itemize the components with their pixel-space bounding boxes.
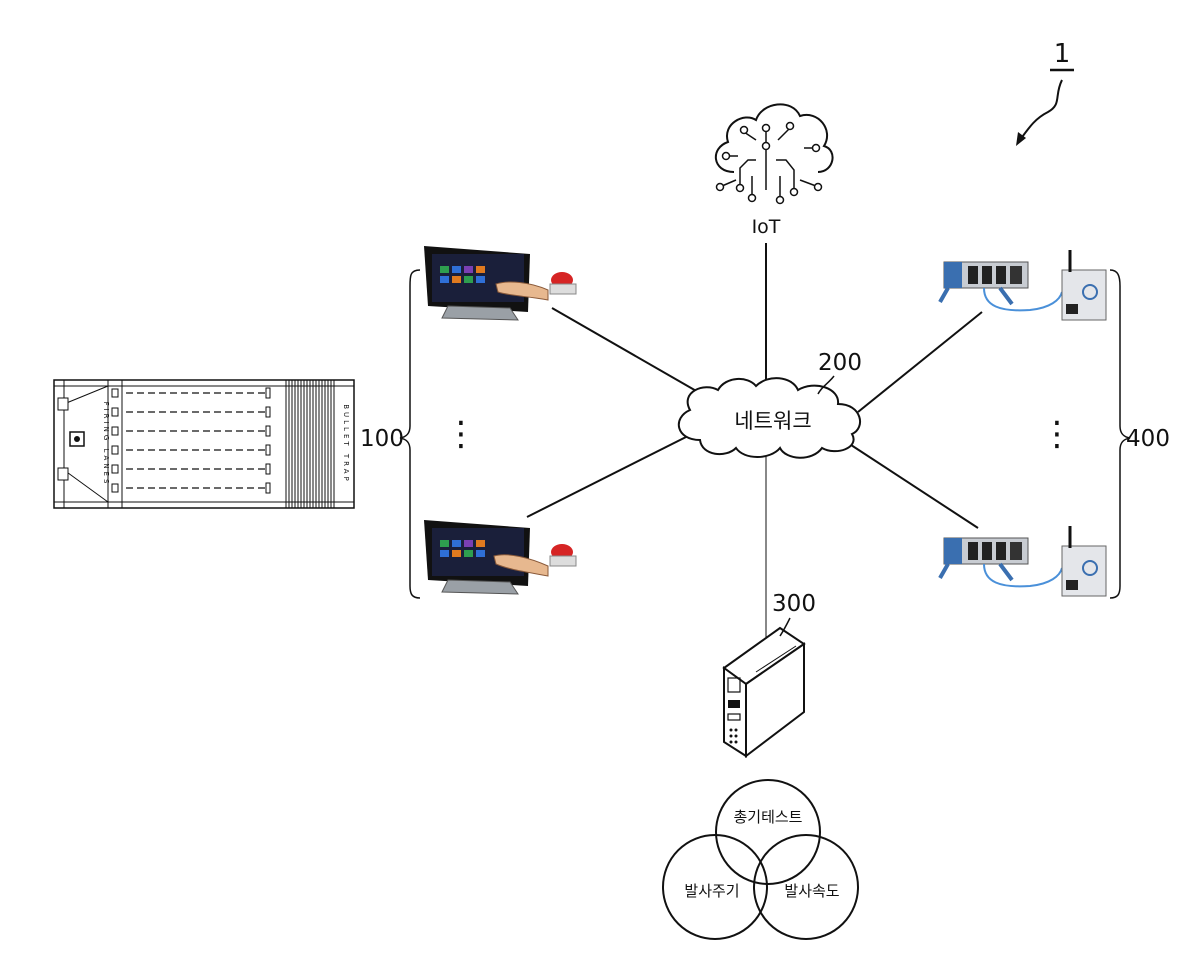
server-computer-icon: 300 bbox=[724, 591, 816, 756]
figure-reference: 1 bbox=[1016, 39, 1074, 146]
figure-ref-arrow bbox=[1020, 80, 1062, 140]
touch-terminal-bottom bbox=[424, 520, 576, 594]
link-device-bottom-network bbox=[848, 443, 978, 528]
iot-device-bottom bbox=[940, 526, 1106, 596]
venn-circle-top bbox=[716, 780, 820, 884]
link-device-top-network bbox=[858, 312, 982, 412]
iot-label: IoT bbox=[752, 216, 781, 238]
iot-device-top bbox=[940, 250, 1106, 320]
device-ref: 400 bbox=[1126, 426, 1170, 452]
bullet-trap-hatching bbox=[286, 380, 334, 508]
venn-label-firing-cycle: 발사주기 bbox=[684, 882, 739, 900]
server-ref: 300 bbox=[772, 591, 816, 617]
terminal-ref: 100 bbox=[360, 426, 404, 452]
device-dots: ⋮ bbox=[1040, 414, 1074, 454]
figure-ref-label: 1 bbox=[1054, 39, 1071, 69]
test-items-venn bbox=[663, 780, 858, 939]
network-ref: 200 bbox=[818, 350, 862, 376]
link-terminal-bottom-network bbox=[527, 435, 690, 517]
iot-cloud-icon: IoT bbox=[716, 104, 833, 238]
venn-label-gun-test: 총기테스트 bbox=[733, 808, 802, 826]
network-label: 네트워크 bbox=[734, 409, 811, 433]
terminal-group: ⋮ 100 bbox=[360, 246, 576, 598]
bullet-trap-label: BULLET TRAP bbox=[342, 404, 350, 484]
firing-lanes-label: FIRING LANES bbox=[102, 402, 110, 487]
firing-range-drawing: FIRING LANES BULLET TRAP bbox=[54, 380, 354, 508]
network-cloud: 네트워크 200 bbox=[679, 350, 862, 458]
link-terminal-top-network bbox=[552, 308, 705, 396]
terminal-dots: ⋮ bbox=[444, 414, 478, 454]
device-group: ⋮ 400 bbox=[940, 250, 1170, 598]
venn-label-firing-speed: 발사속도 bbox=[784, 882, 839, 900]
